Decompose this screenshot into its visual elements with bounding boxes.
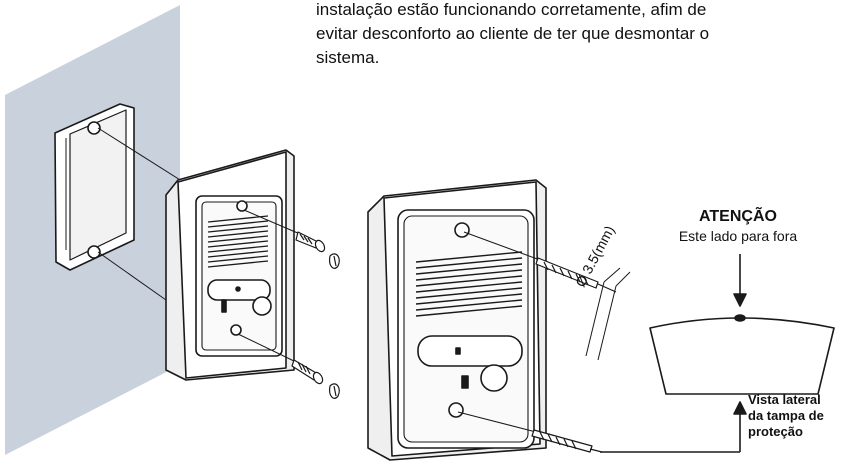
screw-hole-icon <box>236 200 248 212</box>
intro-line: instalação estão funcionando corretament… <box>316 0 707 19</box>
wall-box <box>54 103 135 271</box>
screw-hole-icon <box>87 121 101 135</box>
attention-title: ATENÇÃO <box>699 208 777 225</box>
screw-hole-icon <box>454 222 470 238</box>
intro-line: sistema. <box>316 48 380 67</box>
intercom-panel-small <box>165 149 295 381</box>
screw-hole-icon <box>230 324 242 336</box>
call-button-icon <box>480 364 508 392</box>
diameter-dimension <box>585 267 631 361</box>
side-note-line: proteção <box>748 424 803 439</box>
intercom-panel-large <box>367 179 547 461</box>
arrow-up-icon <box>600 401 747 453</box>
attention-subtitle: Este lado para fora <box>678 228 798 244</box>
screw-hole-icon <box>87 245 101 259</box>
screw-top-small <box>243 209 340 269</box>
side-note-line: Vista lateral <box>748 392 821 407</box>
intro-line: evitar desconforto ao cliente de ter que… <box>316 24 710 43</box>
screw-bottom-small <box>237 333 340 399</box>
screw-hole-icon <box>448 402 464 418</box>
speaker-grille <box>415 251 523 317</box>
speaker-grille <box>207 215 269 268</box>
protective-cap <box>649 314 835 395</box>
side-view-note: Vista lateral da tampa de proteção <box>748 392 841 440</box>
arrow-down-icon <box>733 254 747 307</box>
side-note-line: da tampa de <box>748 408 824 423</box>
intro-paragraph: instalação estão funcionando corretament… <box>316 0 834 70</box>
screw-top-large <box>463 231 617 293</box>
call-button-icon <box>252 296 272 316</box>
name-plate <box>417 335 523 367</box>
